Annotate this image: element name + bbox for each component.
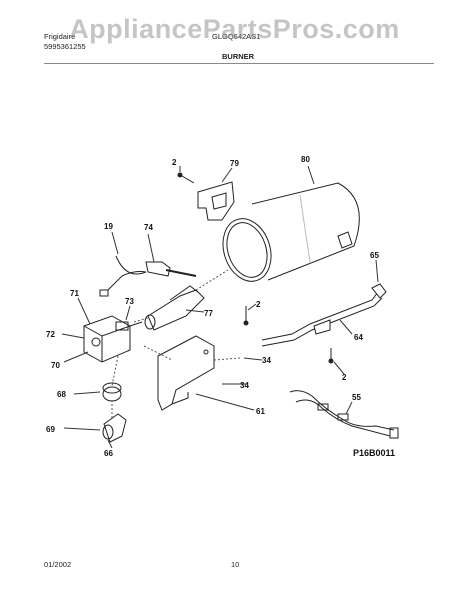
callout-65: 65 bbox=[370, 251, 379, 260]
gas-supply-pipe bbox=[261, 291, 383, 347]
orifice bbox=[371, 283, 387, 299]
callout-77: 77 bbox=[204, 309, 213, 318]
watermark: AppliancePartsPros.com bbox=[69, 14, 400, 44]
model-number: 5995361255 bbox=[44, 42, 86, 51]
callout-2: 2 bbox=[342, 373, 347, 382]
burner-nozzle bbox=[144, 285, 205, 331]
wire-harness bbox=[289, 390, 399, 439]
callout-69: 69 bbox=[46, 425, 55, 434]
callout-71: 71 bbox=[70, 289, 79, 298]
diagram-code: P16B0011 bbox=[353, 448, 396, 458]
screw bbox=[243, 306, 249, 326]
igniter bbox=[99, 255, 197, 297]
callout-2: 2 bbox=[172, 158, 177, 167]
callout-73: 73 bbox=[125, 297, 134, 306]
callout-leaders bbox=[61, 165, 379, 449]
header-divider bbox=[44, 63, 434, 64]
elbow-fitting bbox=[102, 413, 127, 443]
section-title: BURNER bbox=[222, 52, 255, 61]
valve-coil bbox=[102, 382, 122, 402]
callout-61: 61 bbox=[256, 407, 265, 416]
gas-valve bbox=[83, 315, 143, 363]
burner-bracket bbox=[197, 181, 235, 221]
callout-34: 34 bbox=[262, 356, 271, 365]
publication-number: GLGQ642AS1 bbox=[212, 32, 261, 41]
callout-70: 70 bbox=[51, 361, 60, 370]
burner-tube bbox=[222, 182, 360, 282]
callout-72: 72 bbox=[46, 330, 55, 339]
callout-66: 66 bbox=[104, 449, 113, 458]
screw bbox=[328, 348, 334, 364]
callout-74: 74 bbox=[144, 223, 153, 232]
assembly-guide-lines bbox=[111, 269, 241, 420]
callout-34: 34 bbox=[240, 381, 249, 390]
brand-label: Frigidaire bbox=[44, 32, 76, 41]
mounting-bracket bbox=[157, 335, 215, 411]
callout-80: 80 bbox=[301, 155, 310, 164]
callout-64: 64 bbox=[354, 333, 363, 342]
screw bbox=[177, 172, 195, 184]
callout-19: 19 bbox=[104, 222, 113, 231]
callout-68: 68 bbox=[57, 390, 66, 399]
footer-date: 01/2002 bbox=[44, 560, 72, 569]
callout-2: 2 bbox=[256, 300, 261, 309]
callout-55: 55 bbox=[352, 393, 361, 402]
callout-79: 79 bbox=[230, 159, 239, 168]
footer-page: 10 bbox=[231, 560, 240, 569]
